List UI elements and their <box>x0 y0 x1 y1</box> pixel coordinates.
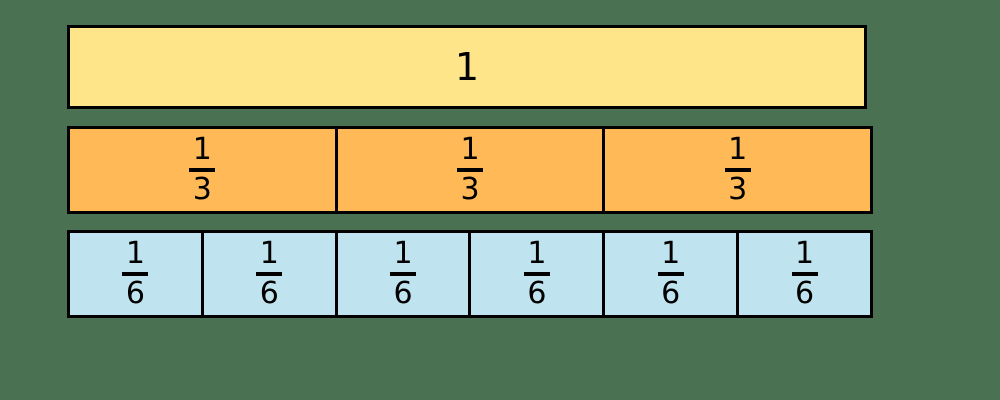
fraction-denominator: 6 <box>125 276 145 311</box>
fraction-label-one-sixth: 1 6 <box>256 236 283 311</box>
fraction-bar-line <box>390 272 417 276</box>
fraction-numerator: 1 <box>728 132 748 167</box>
segment-one-sixth: 1 6 <box>200 233 335 315</box>
fraction-bar-line <box>457 168 483 172</box>
fraction-label-one-sixth: 1 6 <box>657 236 684 311</box>
fraction-denominator: 6 <box>393 276 413 311</box>
fraction-denominator: 6 <box>795 276 815 311</box>
fraction-bar-line <box>657 272 684 276</box>
fraction-denominator: 3 <box>460 172 480 207</box>
fraction-numerator: 1 <box>192 132 212 167</box>
fraction-numerator: 1 <box>259 236 279 271</box>
fraction-label-one-sixth: 1 6 <box>523 236 550 311</box>
fraction-bar-line <box>724 168 751 172</box>
fraction-bar-line <box>189 168 216 172</box>
fraction-bar-thirds: 1 3 1 3 1 3 <box>67 126 873 214</box>
fraction-numerator: 1 <box>460 132 480 167</box>
segment-one-sixth: 1 6 <box>70 233 201 315</box>
segment-one-third: 1 3 <box>602 129 870 211</box>
fraction-numerator: 1 <box>125 236 145 271</box>
whole-label: 1 <box>454 45 480 89</box>
segment-one-sixth: 1 6 <box>602 233 736 315</box>
fraction-denominator: 6 <box>259 276 279 311</box>
fraction-label-one-third: 1 3 <box>189 132 216 207</box>
fraction-numerator: 1 <box>527 236 547 271</box>
segment-one-sixth: 1 6 <box>334 233 469 315</box>
segment-whole: 1 <box>70 28 864 106</box>
fraction-denominator: 3 <box>728 172 748 207</box>
fraction-bar-whole: 1 <box>67 25 867 109</box>
fraction-denominator: 6 <box>527 276 547 311</box>
fraction-numerator: 1 <box>795 236 815 271</box>
fraction-bar-line <box>791 272 818 276</box>
fraction-numerator: 1 <box>393 236 413 271</box>
segment-one-third: 1 3 <box>334 129 603 211</box>
fraction-bar-line <box>122 272 149 276</box>
fraction-bar-sixths: 1 6 1 6 1 6 1 6 <box>67 230 873 318</box>
fraction-denominator: 6 <box>661 276 681 311</box>
fraction-label-one-sixth: 1 6 <box>390 236 417 311</box>
fraction-label-one-third: 1 3 <box>724 132 751 207</box>
segment-one-sixth: 1 6 <box>736 233 870 315</box>
fraction-label-one-sixth: 1 6 <box>791 236 818 311</box>
fraction-bar-line <box>523 272 550 276</box>
fraction-bar-line <box>256 272 283 276</box>
fraction-denominator: 3 <box>192 172 212 207</box>
fraction-numerator: 1 <box>661 236 681 271</box>
fraction-label-one-sixth: 1 6 <box>122 236 149 311</box>
segment-one-sixth: 1 6 <box>468 233 602 315</box>
fraction-label-one-third: 1 3 <box>457 135 483 205</box>
segment-one-third: 1 3 <box>70 129 335 211</box>
